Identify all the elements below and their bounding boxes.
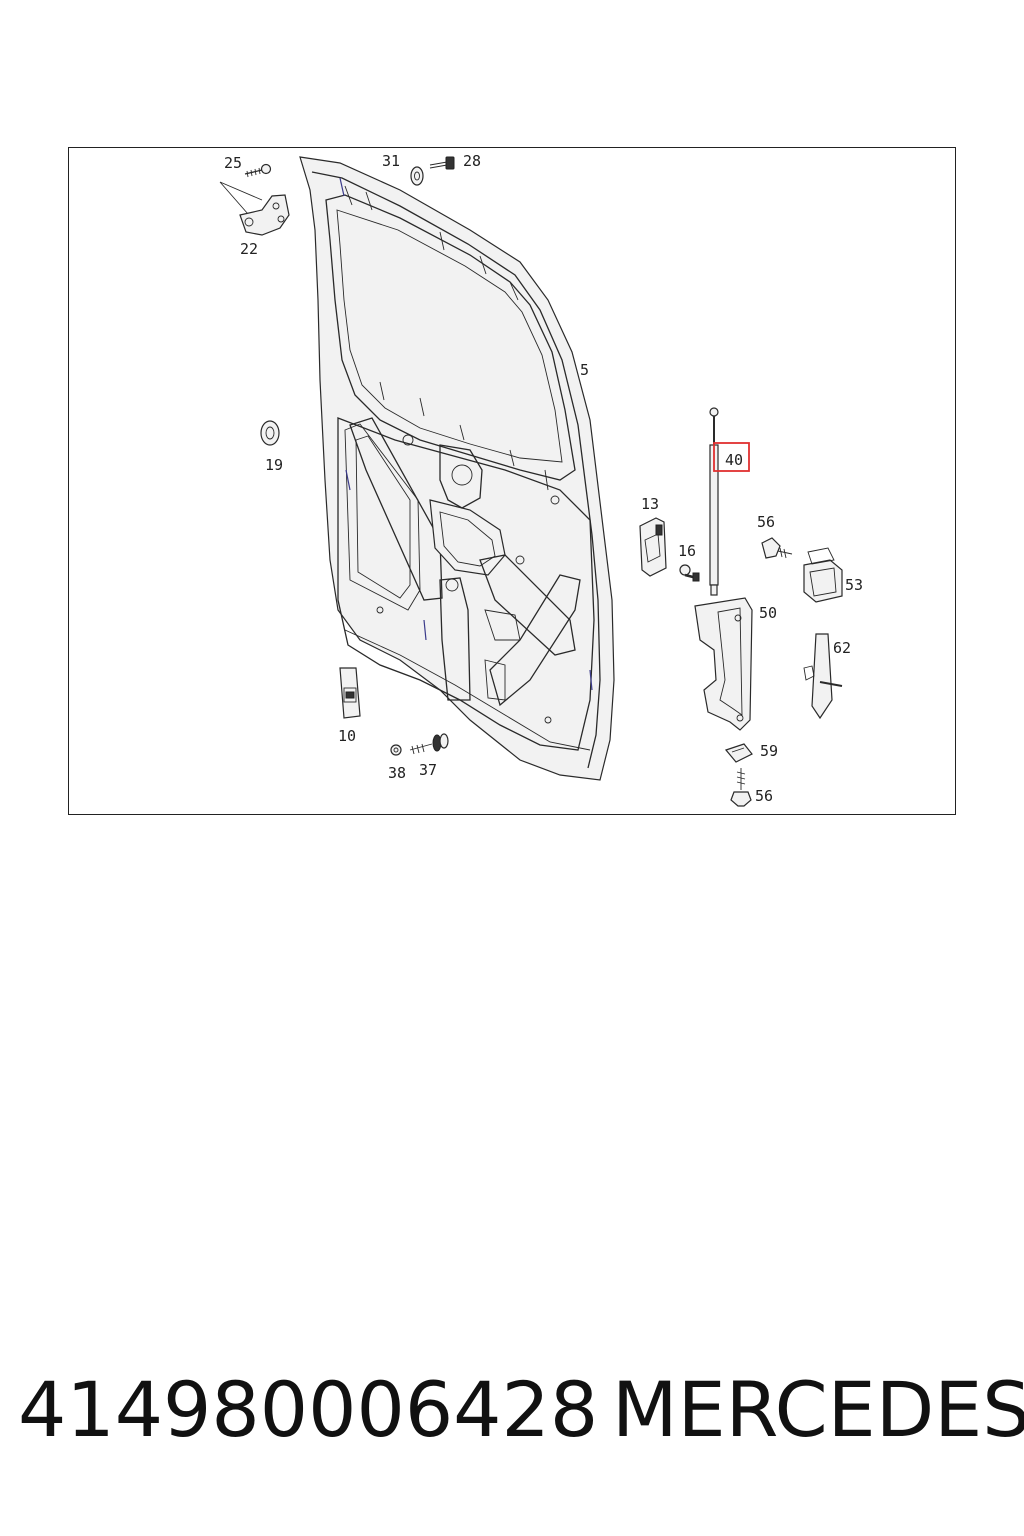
callout-16: 16 xyxy=(678,542,696,560)
cover-part-53 xyxy=(803,547,843,603)
callout-62: 62 xyxy=(833,639,851,657)
callout-37: 37 xyxy=(419,761,437,779)
screw-part-25 xyxy=(244,163,272,178)
callout-28: 28 xyxy=(463,152,481,170)
callout-40: 40 xyxy=(725,451,743,469)
screw-part-56-lower xyxy=(730,768,752,807)
washer-part-38 xyxy=(390,744,402,756)
trim-part-50 xyxy=(694,597,753,731)
tailgate-panel xyxy=(299,156,615,781)
parts-diagram: 25 22 31 28 5 19 40 13 16 56 53 50 62 10… xyxy=(219,152,863,807)
brand-name: MERCEDES xyxy=(612,1365,1024,1454)
callout-38: 38 xyxy=(388,764,406,782)
callout-56-upper: 56 xyxy=(757,513,775,531)
bolt-part-37 xyxy=(409,733,449,755)
washer-part-31 xyxy=(410,166,424,186)
diagram-frame xyxy=(68,147,956,815)
pin-part-16 xyxy=(679,564,700,582)
part-number: 41498000642​8 xyxy=(18,1365,599,1454)
callout-31: 31 xyxy=(382,152,400,170)
lock-part-13 xyxy=(639,517,667,577)
callout-5: 5 xyxy=(580,361,589,379)
callout-53: 53 xyxy=(845,576,863,594)
callout-59: 59 xyxy=(760,742,778,760)
callout-13: 13 xyxy=(641,495,659,513)
callout-10: 10 xyxy=(338,727,356,745)
callout-25: 25 xyxy=(224,154,242,172)
clip-part-59 xyxy=(724,743,753,763)
grommet-part-19 xyxy=(260,420,280,446)
callout-19: 19 xyxy=(265,456,283,474)
highlight-box-40 xyxy=(713,442,750,472)
bolt-part-28 xyxy=(429,156,455,170)
leader-line-22 xyxy=(219,181,263,215)
clip-part-62 xyxy=(803,633,843,720)
hinge-part-22 xyxy=(239,194,290,236)
callout-22: 22 xyxy=(240,240,258,258)
callout-56-lower: 56 xyxy=(755,787,773,805)
handle-part-10 xyxy=(339,667,361,719)
callout-50: 50 xyxy=(759,604,777,622)
gas-strut-part-40 xyxy=(709,407,719,596)
bolt-part-56-upper xyxy=(761,537,793,559)
